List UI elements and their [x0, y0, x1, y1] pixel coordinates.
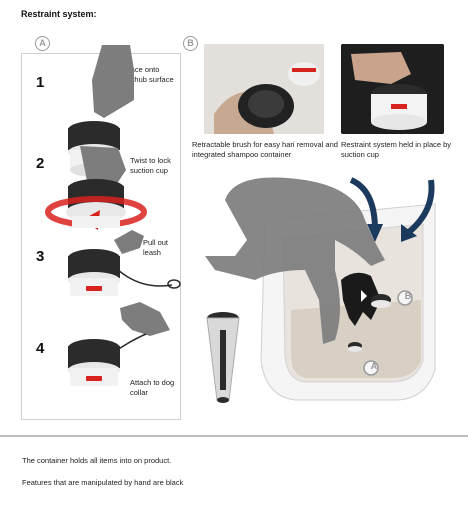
section-b-label: B — [183, 36, 198, 51]
tub-label-a: A — [370, 361, 378, 371]
divider — [0, 435, 468, 437]
step-caption-2: Twist to lock suction cup — [130, 156, 171, 175]
step-4-illustration — [68, 302, 170, 386]
photo-brush-device — [204, 44, 324, 134]
page-title: Restraint system: — [21, 9, 97, 19]
note-1: The container holds all items into on pr… — [22, 456, 172, 465]
bathtub-scene — [205, 177, 436, 401]
note-2: Features that are manipulated by hand ar… — [22, 478, 184, 487]
arrow-down-left-icon — [401, 224, 417, 242]
step-caption-4: Attach to dog collar — [130, 378, 175, 397]
step-number-2: 2 — [36, 155, 45, 172]
step-3-illustration — [68, 230, 181, 296]
hand-shape-3 — [114, 230, 144, 254]
step-number-1: 1 — [36, 74, 45, 91]
step-2-illustration — [45, 146, 147, 230]
section-a-label: A — [35, 36, 50, 51]
steps-illustrations — [45, 45, 181, 386]
step-number-4: 4 — [36, 340, 45, 357]
step-number-3: 3 — [36, 248, 45, 265]
hand-shape-2 — [80, 146, 126, 188]
photo-suction-device — [341, 44, 444, 134]
dog-head-shape — [120, 302, 170, 336]
photo-caption-left: Retractable brush for easy hari removal … — [192, 140, 338, 159]
standalone-container — [206, 312, 240, 403]
step-caption-3: Pull out leash — [143, 238, 169, 257]
tub-label-b: B — [404, 291, 412, 301]
hand-shape — [92, 45, 134, 118]
person-silhouette — [205, 177, 385, 344]
photo-caption-right: Restraint system held in place by suctio… — [341, 140, 452, 159]
step-caption-1: Place onto bathub surface — [124, 65, 174, 84]
arrow-down-icon — [367, 224, 383, 242]
